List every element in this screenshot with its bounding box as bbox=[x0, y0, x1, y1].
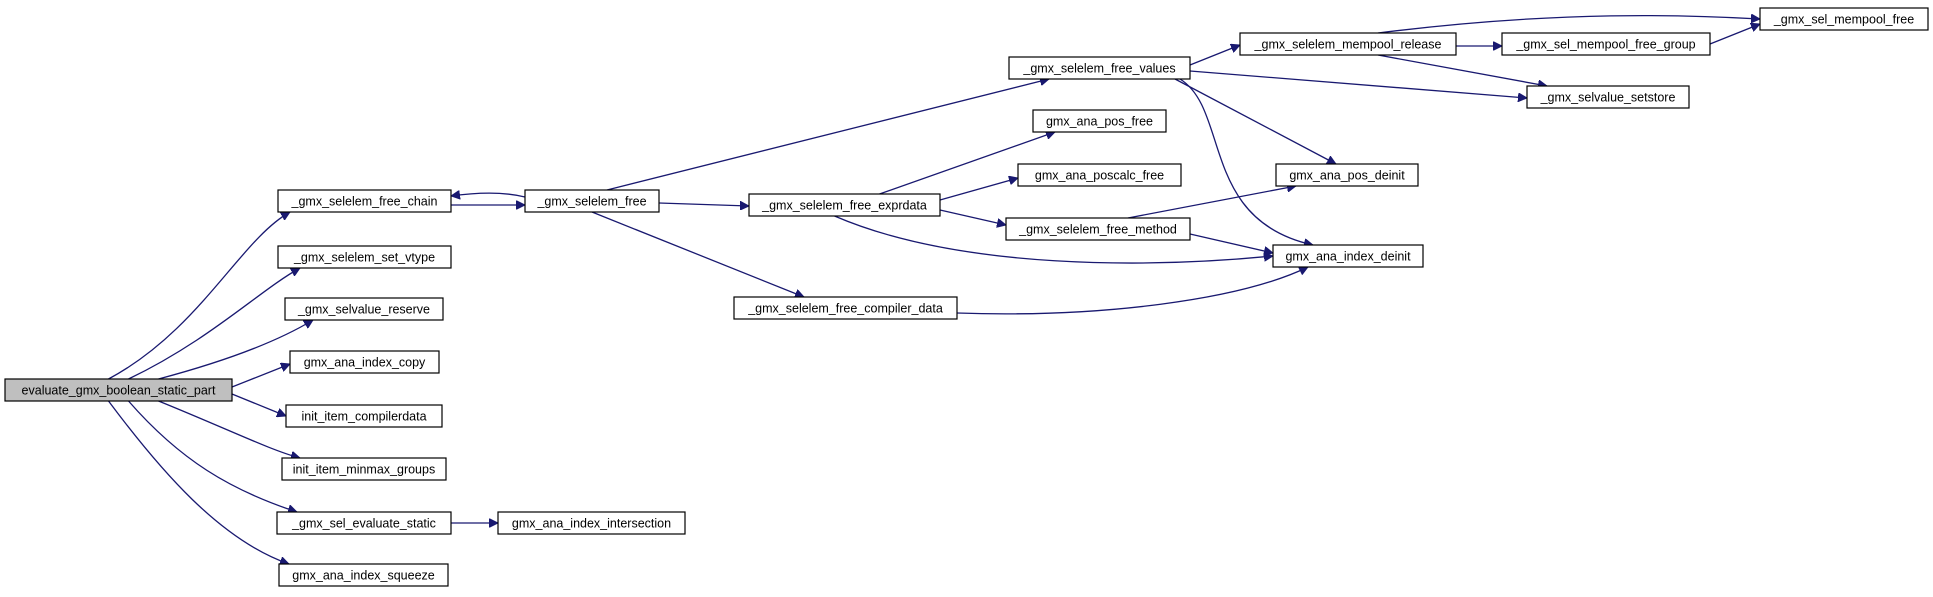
node-label: _gmx_selelem_free_compiler_data bbox=[747, 302, 943, 316]
edge-n17-to-n20 bbox=[1377, 54, 1547, 86]
node-gmx-selelem-free[interactable]: _gmx_selelem_free bbox=[524, 189, 660, 213]
node-label: evaluate_gmx_boolean_static_part bbox=[22, 384, 216, 398]
node-label: gmx_ana_index_squeeze bbox=[292, 569, 435, 583]
node-box bbox=[281, 457, 447, 481]
node-gmx-sel-evaluate-static[interactable]: _gmx_sel_evaluate_static bbox=[276, 511, 452, 535]
node-box bbox=[1272, 244, 1424, 268]
node-label: gmx_ana_pos_free bbox=[1046, 115, 1153, 129]
node-label: _gmx_sel_mempool_free bbox=[1773, 13, 1914, 27]
node-box bbox=[1501, 32, 1711, 56]
node-label: _gmx_selelem_free_exprdata bbox=[761, 199, 927, 213]
node-init-item-minmax-groups[interactable]: init_item_minmax_groups bbox=[281, 457, 447, 481]
node-box bbox=[1032, 109, 1167, 133]
node-box bbox=[748, 193, 941, 217]
node-label: gmx_ana_index_copy bbox=[304, 356, 426, 370]
edge-n18-to-n19 bbox=[1709, 24, 1760, 45]
node-box bbox=[524, 189, 660, 213]
node-gmx-selvalue-reserve[interactable]: _gmx_selvalue_reserve bbox=[284, 297, 444, 321]
node-gmx-selelem-free-exprdata[interactable]: _gmx_selelem_free_exprdata bbox=[748, 193, 941, 217]
edge-n11-to-n21 bbox=[1174, 78, 1336, 165]
node-box bbox=[497, 511, 686, 535]
edge-n15-to-n22 bbox=[1189, 233, 1273, 253]
node-label: _gmx_selvalue_setstore bbox=[1540, 91, 1676, 105]
node-box bbox=[1239, 32, 1457, 56]
edge-n16-to-n22 bbox=[956, 266, 1308, 315]
edge-n9-to-n11 bbox=[606, 79, 1049, 191]
edge-n14-to-n15 bbox=[939, 209, 1006, 225]
edge-n9-to-n16 bbox=[591, 211, 804, 297]
node-label: _gmx_sel_mempool_free_group bbox=[1515, 38, 1695, 52]
edge-n14-to-n12 bbox=[879, 132, 1056, 195]
node-box bbox=[1526, 85, 1690, 109]
node-gmx-sel-mempool-free-group[interactable]: _gmx_sel_mempool_free_group bbox=[1501, 32, 1711, 56]
edge-n0-to-n4 bbox=[231, 364, 290, 388]
node-label: init_item_compilerdata bbox=[301, 410, 426, 424]
nodes-layer: evaluate_gmx_boolean_static_part _gmx_sel… bbox=[4, 7, 1929, 587]
node-label: gmx_ana_index_intersection bbox=[512, 517, 671, 531]
edge-n14-to-n13 bbox=[939, 178, 1018, 201]
node-box bbox=[289, 350, 440, 374]
edges-layer bbox=[107, 16, 1761, 564]
edge-n11-to-n20 bbox=[1189, 70, 1527, 98]
node-label: _gmx_sel_evaluate_static bbox=[291, 517, 436, 531]
node-box bbox=[4, 378, 233, 402]
edge-n11-to-n17 bbox=[1189, 45, 1240, 66]
edge-n0-to-n5 bbox=[231, 393, 286, 416]
node-box bbox=[278, 563, 449, 587]
node-box bbox=[1008, 56, 1191, 80]
node-box bbox=[1005, 217, 1191, 241]
node-gmx-ana-pos-deinit[interactable]: gmx_ana_pos_deinit bbox=[1275, 163, 1419, 187]
node-gmx-ana-pos-free[interactable]: gmx_ana_pos_free bbox=[1032, 109, 1167, 133]
edge-n0-to-n2 bbox=[128, 267, 301, 380]
node-label: _gmx_selelem_free bbox=[536, 195, 646, 209]
node-label: _gmx_selelem_free_method bbox=[1018, 223, 1177, 237]
node-label: _gmx_selelem_free_values bbox=[1022, 62, 1175, 76]
edge-n0-to-n3 bbox=[158, 319, 314, 380]
node-gmx-selelem-free-values[interactable]: _gmx_selelem_free_values bbox=[1008, 56, 1191, 80]
node-box bbox=[285, 404, 443, 428]
node-box bbox=[733, 296, 958, 320]
node-label: _gmx_selelem_set_vtype bbox=[293, 251, 435, 265]
edge-n0-to-n6 bbox=[158, 400, 301, 458]
node-gmx-selelem-free-chain[interactable]: _gmx_selelem_free_chain bbox=[277, 189, 452, 213]
node-box bbox=[284, 297, 444, 321]
node-box bbox=[277, 245, 452, 269]
node-gmx-selelem-free-compiler-data[interactable]: _gmx_selelem_free_compiler_data bbox=[733, 296, 958, 320]
node-gmx-ana-poscalc-free[interactable]: gmx_ana_poscalc_free bbox=[1017, 163, 1182, 187]
edge-n0-to-n1 bbox=[108, 211, 291, 380]
node-gmx-sel-mempool-free[interactable]: _gmx_sel_mempool_free bbox=[1759, 7, 1929, 31]
edge-n9-to-n14 bbox=[658, 203, 749, 206]
node-gmx-ana-index-intersection[interactable]: gmx_ana_index_intersection bbox=[497, 511, 686, 535]
node-evaluate-gmx-boolean-static-part[interactable]: evaluate_gmx_boolean_static_part bbox=[4, 378, 233, 402]
node-label: _gmx_selelem_mempool_release bbox=[1254, 38, 1442, 52]
node-label: _gmx_selvalue_reserve bbox=[297, 303, 430, 317]
node-gmx-ana-index-squeeze[interactable]: gmx_ana_index_squeeze bbox=[278, 563, 449, 587]
node-label: _gmx_selelem_free_chain bbox=[291, 195, 438, 209]
edge-n0-to-n7 bbox=[128, 400, 298, 512]
edge-n9-to-n1 bbox=[451, 193, 526, 197]
edge-n11-to-n22 bbox=[1179, 78, 1313, 245]
edge-n14-to-n22 bbox=[834, 215, 1274, 264]
node-label: gmx_ana_pos_deinit bbox=[1289, 169, 1405, 183]
node-gmx-ana-index-deinit[interactable]: gmx_ana_index_deinit bbox=[1272, 244, 1424, 268]
node-label: init_item_minmax_groups bbox=[293, 463, 435, 477]
node-gmx-selelem-set-vtype[interactable]: _gmx_selelem_set_vtype bbox=[277, 245, 452, 269]
node-box bbox=[276, 511, 452, 535]
node-box bbox=[277, 189, 452, 213]
node-gmx-selelem-mempool-release[interactable]: _gmx_selelem_mempool_release bbox=[1239, 32, 1457, 56]
node-label: gmx_ana_index_deinit bbox=[1285, 250, 1411, 264]
node-box bbox=[1275, 163, 1419, 187]
node-gmx-ana-index-copy[interactable]: gmx_ana_index_copy bbox=[289, 350, 440, 374]
node-gmx-selelem-free-method[interactable]: _gmx_selelem_free_method bbox=[1005, 217, 1191, 241]
node-label: gmx_ana_poscalc_free bbox=[1035, 169, 1164, 183]
edge-n15-to-n21 bbox=[1127, 186, 1296, 219]
edge-n0-to-n8 bbox=[107, 400, 290, 564]
node-box bbox=[1759, 7, 1929, 31]
node-box bbox=[1017, 163, 1182, 187]
node-gmx-selvalue-setstore[interactable]: _gmx_selvalue_setstore bbox=[1526, 85, 1690, 109]
edge-n17-to-n19 bbox=[1377, 16, 1760, 34]
node-init-item-compilerdata[interactable]: init_item_compilerdata bbox=[285, 404, 443, 428]
